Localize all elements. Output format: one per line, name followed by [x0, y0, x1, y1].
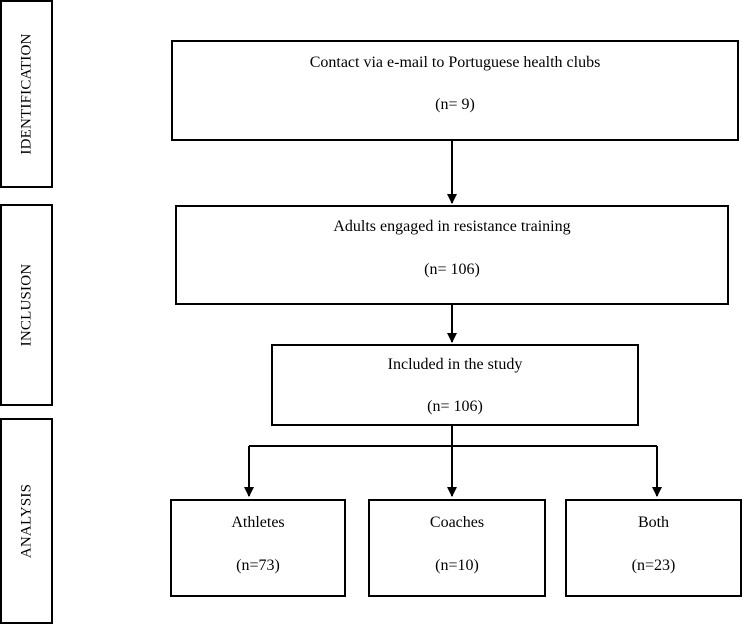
box-coaches-title: Coaches: [429, 514, 485, 531]
box-coaches-count: (n=10): [435, 557, 479, 574]
stage-inclusion-label: INCLUSION: [18, 263, 34, 347]
box-included-title: Included in the study: [387, 356, 523, 373]
box-adults: Adults engaged in resistance training (n…: [175, 205, 729, 305]
box-athletes-count: (n=73): [236, 557, 280, 574]
stage-analysis: ANALYSIS: [0, 418, 53, 624]
box-athletes: Athletes (n=73): [170, 499, 346, 597]
box-adults-title: Adults engaged in resistance training: [333, 218, 571, 235]
stage-inclusion: INCLUSION: [0, 204, 53, 406]
box-both-title: Both: [637, 514, 670, 531]
box-athletes-title: Athletes: [231, 514, 285, 531]
stage-analysis-label: ANALYSIS: [18, 483, 34, 559]
box-both-count: (n=23): [631, 557, 676, 574]
box-contact-title: Contact via e-mail to Portuguese health …: [309, 54, 601, 71]
stage-identification-label: IDENTIFICATION: [18, 33, 34, 155]
box-contact-count: (n= 9): [435, 96, 475, 113]
box-included-count: (n= 106): [427, 398, 483, 415]
stage-identification: IDENTIFICATION: [0, 0, 53, 188]
box-contact: Contact via e-mail to Portuguese health …: [171, 40, 739, 141]
box-both: Both (n=23): [565, 499, 742, 597]
box-coaches: Coaches (n=10): [368, 499, 546, 597]
box-adults-count: (n= 106): [424, 261, 480, 278]
box-included: Included in the study (n= 106): [271, 344, 639, 426]
